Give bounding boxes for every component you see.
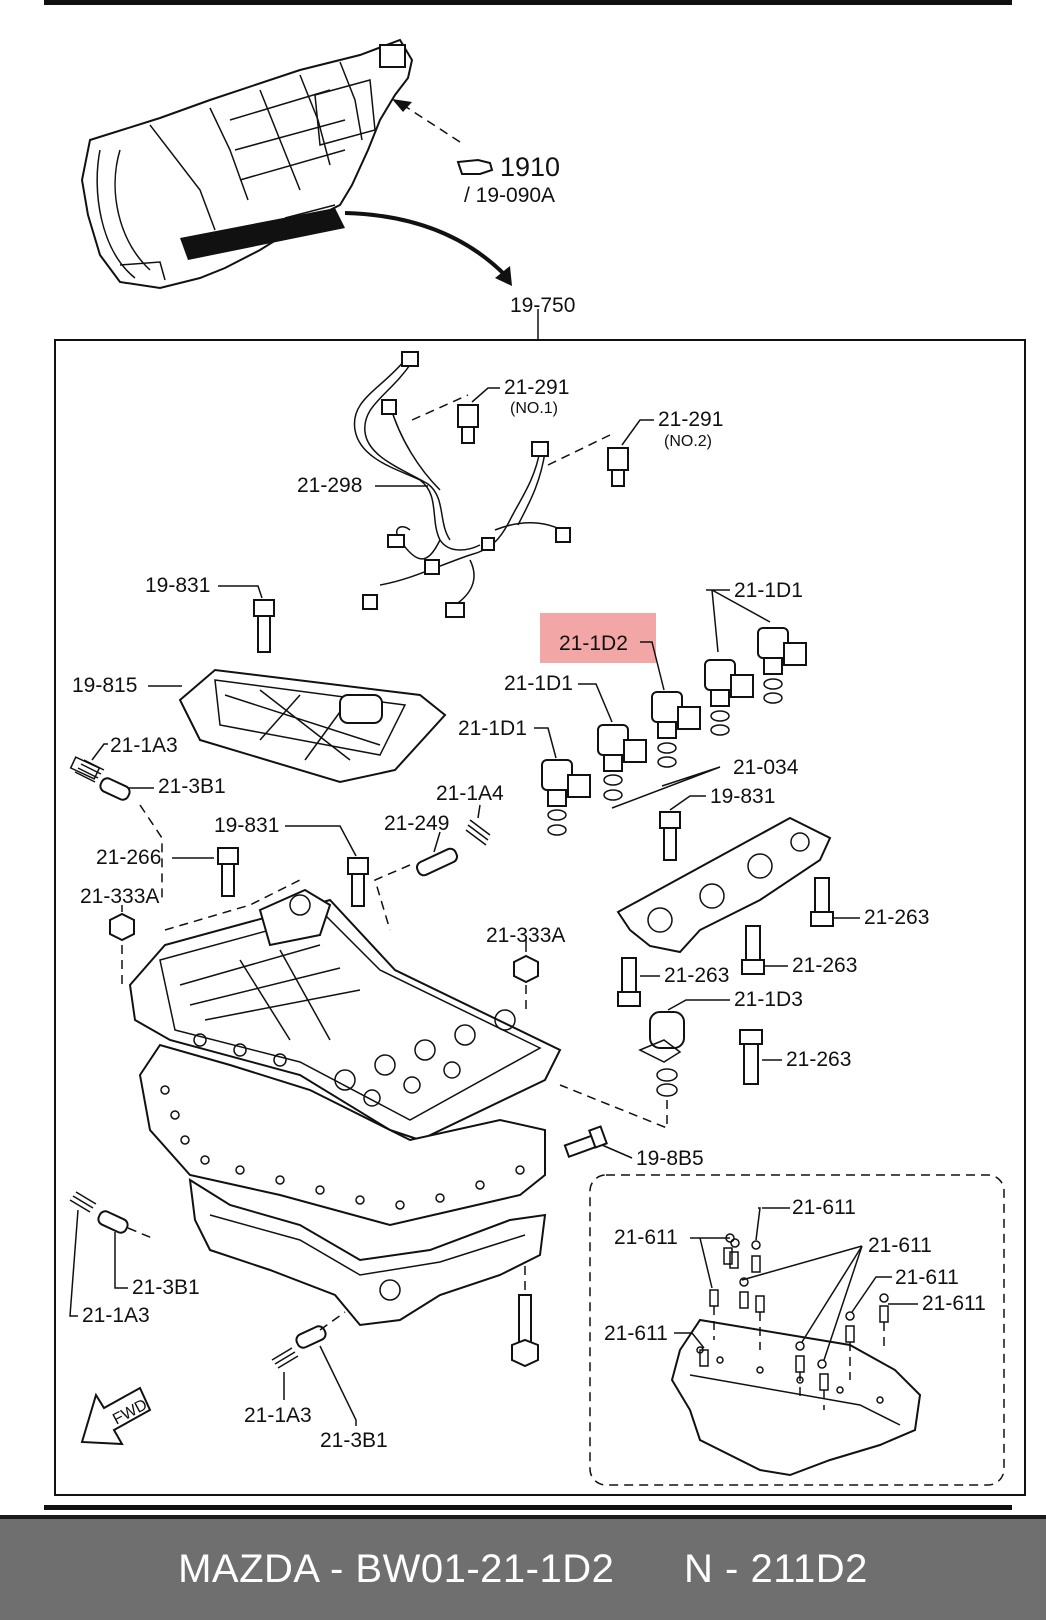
fwd-arrow-icon: FWD xyxy=(80,1386,152,1446)
label-21-611-c: 21-611 xyxy=(868,1234,932,1257)
label-21-611-e: 21-611 xyxy=(922,1292,986,1315)
label-21-249: 21-249 xyxy=(384,812,449,835)
pointer-hand-icon xyxy=(456,158,494,175)
oil-strainer-19-815 xyxy=(178,668,447,784)
label-no2: (NO.2) xyxy=(664,433,712,450)
highlight-21-1D2 xyxy=(540,613,656,663)
nut-21-333A-b xyxy=(513,954,539,984)
label-no1: (NO.1) xyxy=(510,400,558,417)
check-balls xyxy=(725,1233,889,1369)
label-21-1D2: 21-1D2 xyxy=(559,632,628,655)
bolt-bottom xyxy=(511,1294,539,1368)
label-21-1D1-a: 21-1D1 xyxy=(734,579,803,602)
solenoid-4 xyxy=(704,659,754,736)
label-19-8B5: 19-8B5 xyxy=(636,1147,704,1170)
pin-21-249 xyxy=(415,847,459,877)
parts-diagram: 1910 / 19-090A 19-750 21-298 21-291 (NO.… xyxy=(44,0,1026,1510)
label-21-298: 21-298 xyxy=(297,474,362,497)
label-21-1D1-c: 21-1D1 xyxy=(458,717,527,740)
lower-valve-body xyxy=(188,1178,547,1327)
leader-1910 xyxy=(399,102,461,143)
transmission-illustration xyxy=(80,38,414,290)
label-21-333A-b: 21-333A xyxy=(486,924,565,947)
pin-21-3B1-a xyxy=(99,777,131,801)
label-21-1A3-b: 21-1A3 xyxy=(82,1304,150,1327)
upper-valve-body xyxy=(128,888,562,1142)
solenoid-5 xyxy=(757,627,807,704)
label-21-266: 21-266 xyxy=(96,846,161,869)
exploded-view-frame xyxy=(54,339,1026,1496)
bolt-19-831-a xyxy=(253,599,275,653)
label-21-263-d: 21-263 xyxy=(786,1048,851,1071)
spring-21-1A3-c xyxy=(271,1347,299,1369)
label-21-611-a: 21-611 xyxy=(792,1196,856,1219)
bottom-border xyxy=(44,1505,1012,1510)
label-19-831-c: 19-831 xyxy=(214,814,279,837)
bolt-19-831-c xyxy=(347,857,369,907)
label-21-1D1-b: 21-1D1 xyxy=(504,672,573,695)
top-border xyxy=(44,0,1012,5)
label-19-090A: / 19-090A xyxy=(464,184,555,207)
label-21-3B1-c: 21-3B1 xyxy=(320,1429,388,1452)
label-21-611-b: 21-611 xyxy=(614,1226,678,1249)
solenoid-21-1D2 xyxy=(651,691,701,768)
bolt-19-831-b xyxy=(217,847,239,897)
label-21-611-f: 21-611 xyxy=(604,1322,668,1345)
spring-21-1A3-b xyxy=(69,1191,97,1213)
sensor-21-291-no1 xyxy=(457,404,479,444)
pin-21-3B1-b xyxy=(97,1210,129,1234)
sensor-21-291-no2 xyxy=(607,447,629,487)
label-19-750: 19-750 xyxy=(510,294,575,317)
spring-21-1A3-a xyxy=(69,756,105,783)
solenoid-1 xyxy=(541,759,591,836)
label-21-611-d: 21-611 xyxy=(895,1266,959,1289)
label-21-333A-a: 21-333A xyxy=(80,885,159,908)
label-21-1D3: 21-1D3 xyxy=(734,988,803,1011)
label-21-3B1-a: 21-3B1 xyxy=(158,775,226,798)
pin-21-3B1-c xyxy=(295,1325,327,1349)
label-21-1A4: 21-1A4 xyxy=(436,782,504,805)
inset-valve-body xyxy=(670,1318,922,1477)
label-21-1A3-c: 21-1A3 xyxy=(244,1404,312,1427)
label-21-3B1-b: 21-3B1 xyxy=(132,1276,200,1299)
bolt-19-831-b-right xyxy=(659,811,681,861)
label-21-291-no1: 21-291 xyxy=(504,376,569,399)
bracket xyxy=(616,816,832,954)
bolt-21-263-d xyxy=(739,1029,763,1085)
solenoid-2 xyxy=(597,724,647,801)
label-1910: 1910 xyxy=(500,152,560,182)
label-19-831-a: 19-831 xyxy=(145,574,210,597)
wire-harness xyxy=(353,351,571,618)
check-springs xyxy=(699,1247,889,1391)
label-21-263-b: 21-263 xyxy=(792,954,857,977)
spring-21-1A4 xyxy=(465,819,491,846)
label-19-815: 19-815 xyxy=(72,674,137,697)
label-21-291-no2: 21-291 xyxy=(658,408,723,431)
nut-21-333A-a xyxy=(109,912,135,942)
solenoid-21-1D3 xyxy=(638,1011,685,1097)
bolt-19-8B5 xyxy=(563,1125,608,1159)
bolt-21-263-b xyxy=(741,925,765,975)
label-21-263-a: 21-263 xyxy=(864,906,929,929)
bolt-21-263-a xyxy=(810,877,834,927)
label-21-263-c: 21-263 xyxy=(664,964,729,987)
label-19-831-b: 19-831 xyxy=(710,785,775,808)
part-number-footer: MAZDA - BW01-21-1D2 N - 211D2 xyxy=(0,1515,1046,1620)
footer-text: MAZDA - BW01-21-1D2 N - 211D2 xyxy=(178,1547,868,1591)
bolt-21-263-c xyxy=(617,957,641,1007)
label-21-1A3-a: 21-1A3 xyxy=(110,734,178,757)
label-21-034: 21-034 xyxy=(733,756,799,779)
separator-plate xyxy=(138,1043,546,1227)
inset-box xyxy=(589,1174,1005,1486)
solenoid-row xyxy=(541,627,807,836)
